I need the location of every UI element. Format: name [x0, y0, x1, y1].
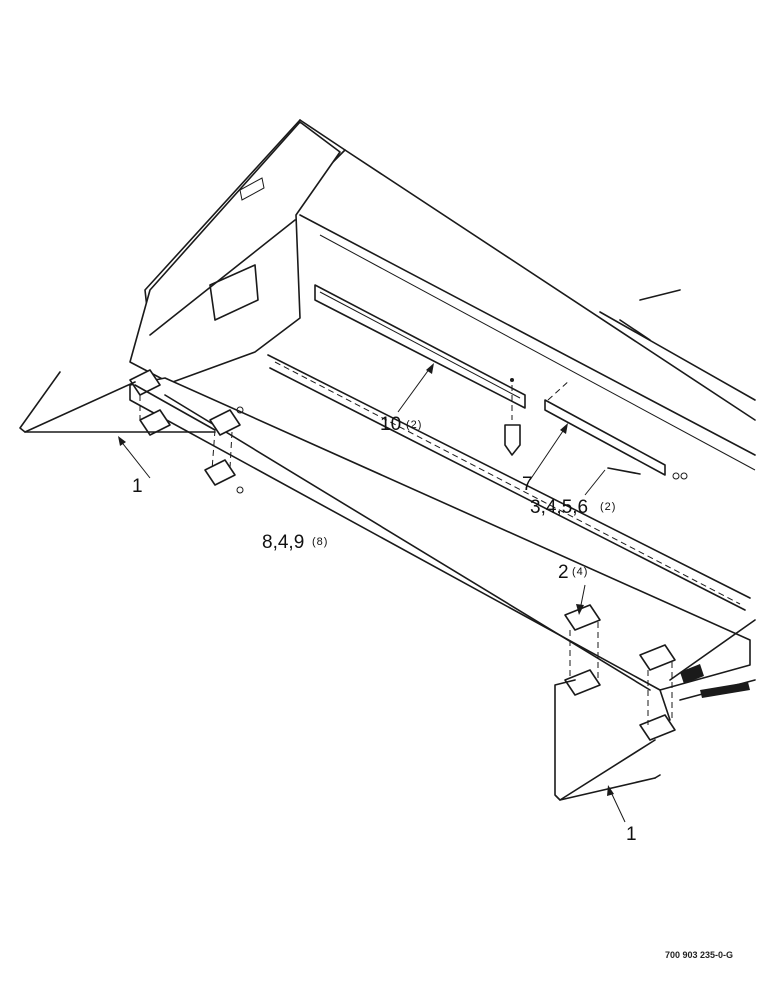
- callout-1-left: 1: [132, 476, 143, 497]
- callout-2: 2: [558, 562, 569, 583]
- part-3456-bolt: [607, 467, 688, 480]
- callout-849-qty: (8): [312, 536, 328, 548]
- callout-3456: 3,4,5,6: [530, 497, 588, 518]
- leader-lines: [118, 363, 626, 823]
- part-10-channel: [314, 284, 526, 456]
- callout-10: 10: [380, 414, 401, 435]
- left-clamps: [129, 369, 244, 494]
- part-1-right-rod: [554, 679, 661, 801]
- callout-3456-qty: (2): [600, 501, 616, 513]
- callout-10-qty: (2): [406, 419, 422, 431]
- callout-849: 8,4,9: [262, 532, 304, 553]
- callout-1-right: 1: [626, 824, 637, 845]
- part-7-strip: [544, 379, 666, 476]
- right-clamps: [564, 604, 676, 741]
- callout-2-qty: (4): [572, 566, 588, 578]
- part-1-left-rod: [19, 371, 216, 433]
- drawing-number: 700 903 235-0-G: [665, 950, 733, 960]
- callout-7: 7: [522, 474, 533, 495]
